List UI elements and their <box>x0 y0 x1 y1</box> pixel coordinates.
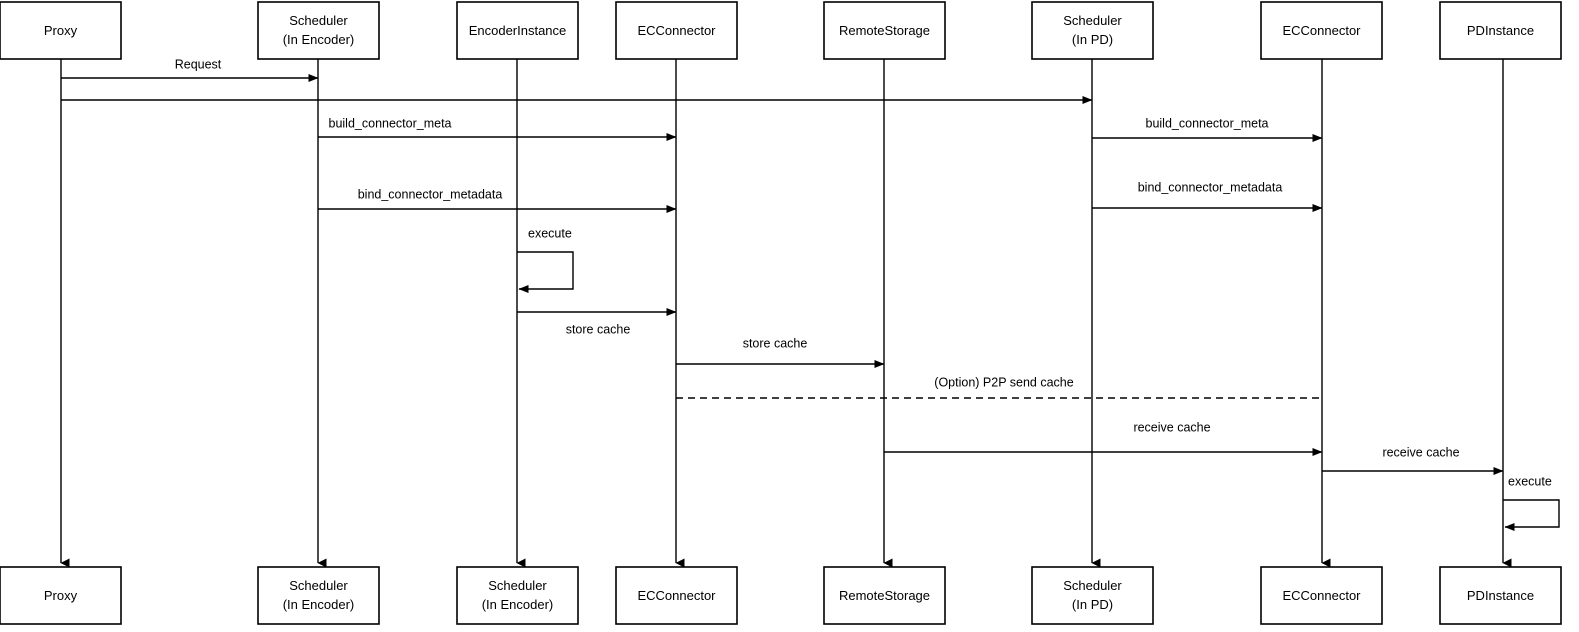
self-call-s2[interactable]: execute <box>1503 474 1560 531</box>
header-label: Proxy <box>44 23 78 38</box>
footer-box <box>823 566 946 625</box>
message-m1[interactable]: Request <box>61 57 319 82</box>
footer-label: Proxy <box>44 588 78 603</box>
header-box <box>0 1 122 60</box>
message-label: receive cache <box>1133 420 1210 434</box>
participant-footers-layer: Proxy Scheduler (In Encoder) Scheduler (In E… <box>0 566 1562 625</box>
message-label: bind_connector_metadata <box>1138 180 1283 194</box>
footer-label-line1: Scheduler <box>289 578 348 593</box>
footer-label: ECConnector <box>1282 588 1361 603</box>
self-calls-layer: execute execute <box>517 226 1560 531</box>
message-m3[interactable]: build_connector_meta <box>318 116 677 141</box>
header-box <box>257 1 380 60</box>
footer-sched_enc[interactable]: Scheduler (In Encoder) <box>257 566 380 625</box>
footer-box <box>1031 566 1154 625</box>
footer-label-line1: Scheduler <box>488 578 547 593</box>
message-m7[interactable]: store cache <box>517 308 677 336</box>
header-label: PDInstance <box>1467 23 1534 38</box>
header-box <box>456 1 579 60</box>
header-label: RemoteStorage <box>839 23 930 38</box>
header-label: ECConnector <box>1282 23 1361 38</box>
footer-label-line2: (In PD) <box>1072 597 1113 612</box>
footer-pd_inst[interactable]: PDInstance <box>1439 566 1562 625</box>
header-box <box>1260 1 1383 60</box>
participant-headers-layer: Proxy Scheduler (In Encoder) EncoderInstanc… <box>0 1 1562 60</box>
self-call-label: execute <box>1508 474 1552 488</box>
header-box <box>1439 1 1562 60</box>
header-box <box>615 1 738 60</box>
header-sched_enc[interactable]: Scheduler (In Encoder) <box>257 1 380 60</box>
message-m11[interactable]: receive cache <box>1322 445 1504 475</box>
footer-box <box>456 566 579 625</box>
message-label: store cache <box>566 322 631 336</box>
footer-box <box>1260 566 1383 625</box>
header-label-line2: (In PD) <box>1072 32 1113 47</box>
self-call-path <box>1503 499 1560 531</box>
footer-ec_left[interactable]: ECConnector <box>615 566 738 625</box>
footer-ec_right[interactable]: ECConnector <box>1260 566 1383 625</box>
footer-encoder_inst[interactable]: Scheduler (In Encoder) <box>456 566 579 625</box>
header-ec_right[interactable]: ECConnector <box>1260 1 1383 60</box>
header-proxy[interactable]: Proxy <box>0 1 122 60</box>
messages-layer: Request build_connector_meta build_connect… <box>61 57 1504 475</box>
footer-label-line1: Scheduler <box>1063 578 1122 593</box>
message-m10[interactable]: receive cache <box>884 420 1323 456</box>
footer-box <box>615 566 738 625</box>
message-m4[interactable]: build_connector_meta <box>1092 116 1323 142</box>
message-m5[interactable]: bind_connector_metadata <box>318 187 677 213</box>
header-encoder_inst[interactable]: EncoderInstance <box>456 1 579 60</box>
message-m6[interactable]: bind_connector_metadata <box>1092 180 1323 212</box>
footer-sched_pd[interactable]: Scheduler (In PD) <box>1031 566 1154 625</box>
header-label-line1: Scheduler <box>1063 13 1122 28</box>
message-label: build_connector_meta <box>329 116 452 130</box>
footer-label: RemoteStorage <box>839 588 930 603</box>
footer-box <box>0 566 122 625</box>
message-label: receive cache <box>1382 445 1459 459</box>
message-label: bind_connector_metadata <box>358 187 503 201</box>
footer-label-line2: (In Encoder) <box>482 597 554 612</box>
message-label: build_connector_meta <box>1146 116 1269 130</box>
lifelines-layer <box>60 59 1512 568</box>
message-m8[interactable]: store cache <box>676 336 885 368</box>
header-label-line2: (In Encoder) <box>283 32 355 47</box>
header-label: ECConnector <box>637 23 716 38</box>
self-call-s1[interactable]: execute <box>517 226 574 293</box>
footer-remote[interactable]: RemoteStorage <box>823 566 946 625</box>
message-label: Request <box>175 57 222 71</box>
footer-label: ECConnector <box>637 588 716 603</box>
footer-box <box>1439 566 1562 625</box>
header-pd_inst[interactable]: PDInstance <box>1439 1 1562 60</box>
self-call-path <box>517 251 574 293</box>
header-box <box>823 1 946 60</box>
message-m9[interactable]: (Option) P2P send cache <box>676 375 1322 399</box>
header-sched_pd[interactable]: Scheduler (In PD) <box>1031 1 1154 60</box>
footer-label-line2: (In Encoder) <box>283 597 355 612</box>
header-box <box>1031 1 1154 60</box>
header-remote[interactable]: RemoteStorage <box>823 1 946 60</box>
message-label: store cache <box>743 336 808 350</box>
header-ec_left[interactable]: ECConnector <box>615 1 738 60</box>
self-call-label: execute <box>528 226 572 240</box>
header-label-line1: Scheduler <box>289 13 348 28</box>
footer-proxy[interactable]: Proxy <box>0 566 122 625</box>
header-label: EncoderInstance <box>469 23 567 38</box>
footer-label: PDInstance <box>1467 588 1534 603</box>
footer-box <box>257 566 380 625</box>
message-label: (Option) P2P send cache <box>934 375 1073 389</box>
